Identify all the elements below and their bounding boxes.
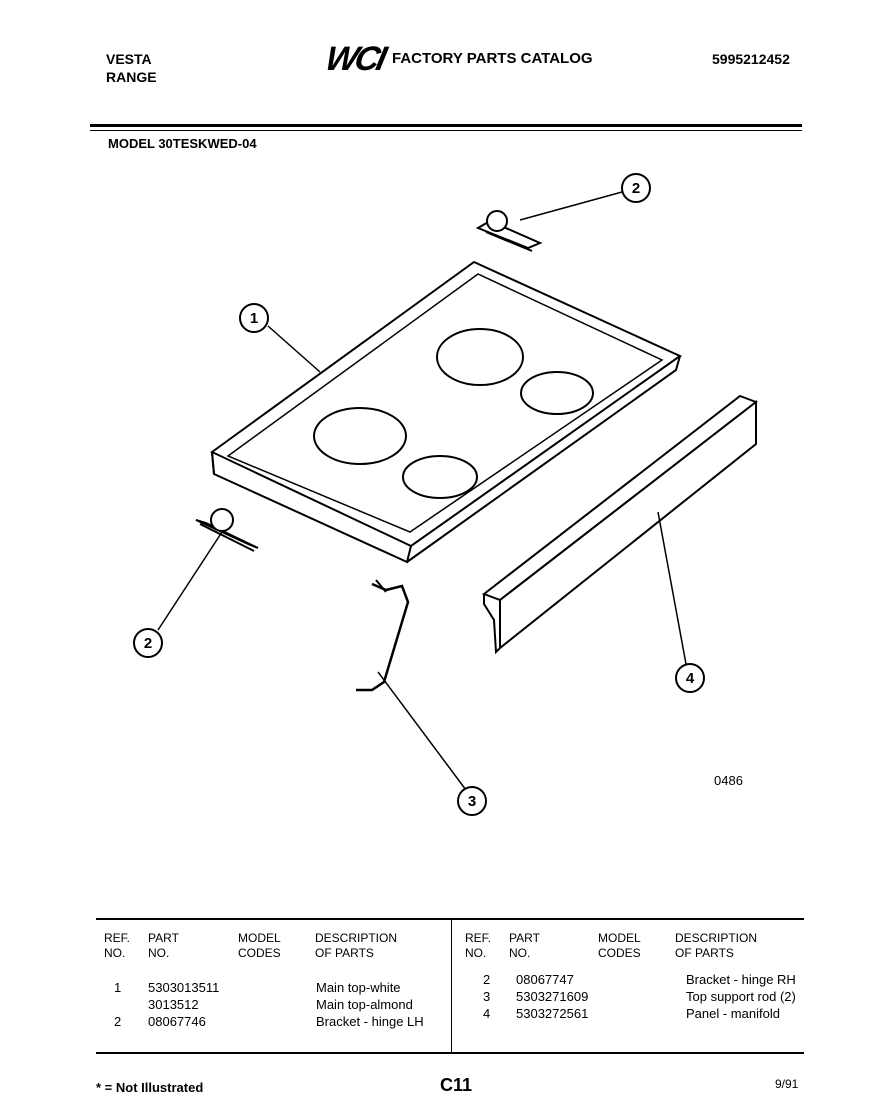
brand-line-2: RANGE: [106, 69, 157, 85]
table-divider: [451, 920, 452, 1052]
ref-cell: 3: [483, 989, 491, 1004]
bracket-rh-drawing: [475, 210, 543, 252]
part-cell: 08067746: [148, 1014, 206, 1029]
callout-2-rh: 2: [632, 180, 640, 197]
page-number: C11: [440, 1075, 473, 1095]
drawing-code: 0486: [714, 773, 743, 788]
desc-cell: Panel - manifold: [686, 1006, 780, 1021]
manifold-panel-drawing: [481, 394, 759, 655]
catalog-title: FACTORY PARTS CATALOG: [392, 50, 593, 67]
ref-cell: 2: [483, 972, 491, 987]
desc-cell: Top support rod (2): [686, 989, 796, 1004]
document-number: 5995212452: [712, 51, 790, 67]
brand-line-1: VESTA: [106, 51, 152, 67]
callout-3: 3: [468, 793, 476, 810]
support-rod-drawing: [356, 579, 410, 692]
desc-cell: Bracket - hinge RH: [686, 972, 796, 987]
table-top-rule: [96, 918, 804, 920]
ref-cell: 4: [483, 1006, 491, 1021]
desc-cell: Bracket - hinge LH: [316, 1014, 424, 1029]
part-cell: 08067747: [516, 972, 574, 987]
desc-cell: Main top-almond: [316, 997, 413, 1012]
callout-4: 4: [686, 670, 695, 687]
not-illustrated-note: * = Not Illustrated: [96, 1080, 204, 1095]
desc-cell: Main top-white: [316, 980, 401, 995]
revision-date: 9/91: [775, 1077, 799, 1091]
callout-2-lh: 2: [144, 635, 152, 652]
part-cell: 5303271609: [516, 989, 589, 1004]
main-top-drawing: [210, 260, 682, 564]
header-rule-thin: [90, 130, 802, 131]
callout-1: 1: [250, 310, 258, 327]
table-bottom-rule: [96, 1052, 804, 1054]
part-cell: 5303013511: [148, 980, 220, 995]
part-cell: 3013512: [148, 997, 199, 1012]
ref-cell: 1: [114, 980, 122, 995]
part-cell: 5303272561: [516, 1006, 589, 1021]
header-ref-no: REF.NO.: [104, 931, 131, 960]
bracket-lh-drawing: [195, 508, 259, 552]
ref-cell: 2: [114, 1014, 122, 1029]
header-rule-thick: [90, 124, 802, 127]
brand-block: VESTA RANGE: [106, 50, 157, 86]
table-row: 1: [114, 979, 121, 996]
header-ref-no-right: REF.NO.: [465, 931, 492, 960]
model-number: MODEL 30TESKWED-04: [108, 136, 257, 151]
